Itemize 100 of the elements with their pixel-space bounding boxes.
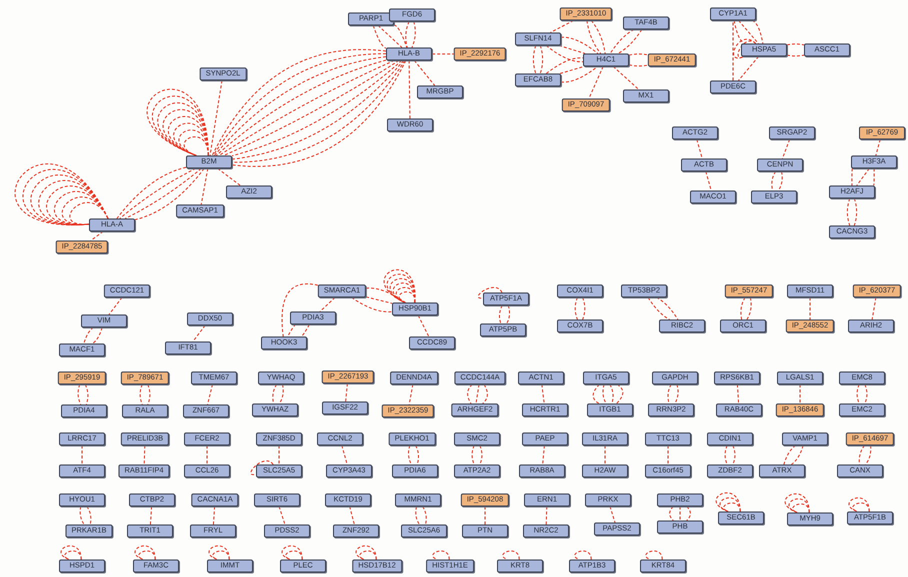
interaction-line: [586, 20, 602, 54]
interaction-line: [752, 20, 764, 44]
interaction-line: [506, 305, 510, 324]
interaction-line: [609, 384, 614, 404]
interaction-line: [384, 269, 416, 303]
interaction-line: [864, 445, 872, 465]
interaction-line: [738, 40, 756, 58]
interaction-line: [546, 57, 584, 74]
interaction-line: [864, 384, 868, 404]
interaction-line: [738, 56, 760, 81]
interaction-line: [546, 506, 548, 525]
interaction-line: [60, 545, 82, 560]
interaction-line: [152, 96, 209, 156]
interaction-line: [210, 80, 222, 156]
interaction-line: [542, 445, 545, 465]
interaction-line: [590, 20, 606, 54]
interaction-line: [582, 297, 586, 320]
interaction-line: [667, 384, 672, 404]
interaction-line: [355, 545, 377, 560]
interaction-line: [856, 384, 860, 404]
interaction-line: [705, 171, 712, 191]
interaction-line: [408, 384, 414, 405]
interaction-line: [386, 274, 416, 303]
interaction-line: [422, 506, 427, 525]
interaction-line: [560, 66, 598, 83]
interaction-line: [116, 166, 186, 219]
interaction-line: [278, 445, 280, 465]
interaction-line: [786, 54, 804, 57]
interaction-line: [15, 164, 108, 225]
interaction-line: [792, 504, 810, 513]
interaction-line: [560, 66, 584, 74]
interaction-line: [788, 498, 810, 513]
interaction-line: [482, 384, 488, 404]
interaction-line: [282, 283, 318, 337]
interaction-line: [396, 286, 416, 303]
interaction-line: [733, 38, 756, 59]
interaction-line: [184, 136, 209, 156]
interaction-line: [144, 445, 146, 465]
interaction-line: [872, 297, 876, 320]
interaction-line: [858, 445, 866, 465]
interaction-line: [80, 506, 85, 525]
interaction-line: [732, 445, 736, 465]
interaction-line: [854, 198, 858, 226]
interaction-line: [848, 497, 870, 512]
interaction-line: [84, 384, 88, 405]
interaction-line: [157, 102, 209, 156]
interaction-line: [588, 66, 604, 99]
interaction-line: [206, 445, 208, 465]
interaction-line: [212, 506, 216, 525]
interaction-line: [616, 384, 624, 404]
interaction-line: [610, 506, 616, 523]
interaction-line: [62, 196, 108, 225]
interaction-line: [771, 171, 776, 191]
interaction-line: [716, 492, 741, 512]
interaction-line: [550, 20, 574, 33]
interaction-line: [674, 384, 679, 404]
interaction-line: [83, 327, 94, 344]
interaction-line: [696, 139, 703, 159]
interaction-line: [532, 45, 536, 74]
interaction-line: [278, 506, 286, 525]
interaction-line: [540, 45, 544, 74]
interaction-line: [732, 20, 734, 81]
interaction-line: [738, 20, 759, 44]
interaction-line: [411, 21, 416, 48]
interaction-line: [345, 383, 348, 402]
interaction-line: [147, 384, 150, 405]
interaction-line: [414, 60, 436, 86]
interaction-line: [719, 497, 741, 512]
interaction-line: [873, 168, 875, 186]
interaction-line: [541, 384, 545, 404]
interaction-line: [408, 445, 412, 465]
interaction-line: [398, 291, 416, 303]
interaction-line: [618, 29, 642, 54]
interaction-line: [150, 506, 152, 525]
interaction-line: [394, 24, 408, 48]
interaction-line: [200, 168, 208, 205]
interaction-line: [285, 550, 303, 560]
interaction-line: [786, 43, 804, 46]
interaction-line: [90, 231, 104, 241]
interaction-line: [478, 286, 502, 299]
interaction-line: [146, 88, 209, 156]
interaction-line: [192, 325, 206, 342]
interaction-line: [134, 545, 156, 560]
interaction-line: [592, 384, 600, 404]
interaction-line: [736, 384, 740, 404]
interaction-line: [418, 315, 430, 337]
interaction-line: [208, 545, 230, 560]
interaction-line: [92, 327, 103, 344]
interaction-line: [784, 493, 810, 513]
interaction-line: [250, 460, 274, 476]
interaction-line: [134, 168, 205, 220]
interaction-line: [319, 297, 336, 312]
interaction-line: [856, 168, 870, 186]
interaction-line: [351, 297, 392, 312]
interaction-line: [212, 550, 230, 560]
interaction-line: [669, 506, 674, 521]
interaction-line: [734, 20, 746, 44]
interaction-line: [372, 25, 386, 49]
interaction-line: [740, 297, 746, 320]
interaction-line: [479, 445, 482, 465]
